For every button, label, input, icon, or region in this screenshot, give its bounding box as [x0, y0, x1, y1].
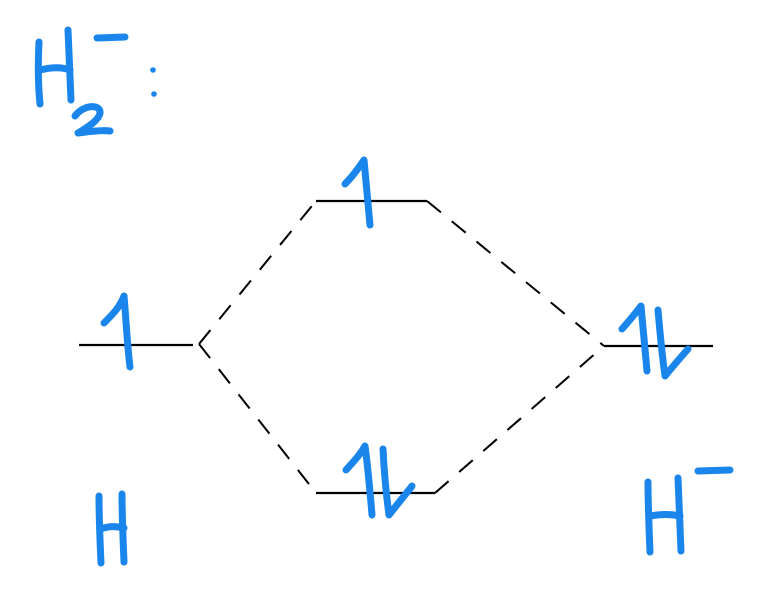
connector-bonding-to-right — [434, 345, 605, 494]
right-atom-electron-pair — [618, 302, 692, 380]
left-atom-label — [95, 490, 128, 567]
diagram-title — [34, 26, 157, 137]
connector-left-to-antibonding — [198, 200, 317, 345]
bonding-electron-pair — [342, 442, 416, 519]
connector-antibonding-to-right — [426, 200, 605, 347]
antibonding-electron-up — [341, 156, 374, 229]
connector-left-to-bonding — [198, 343, 317, 494]
right-atom-label — [644, 466, 734, 556]
left-atom-electron-up — [100, 292, 134, 371]
